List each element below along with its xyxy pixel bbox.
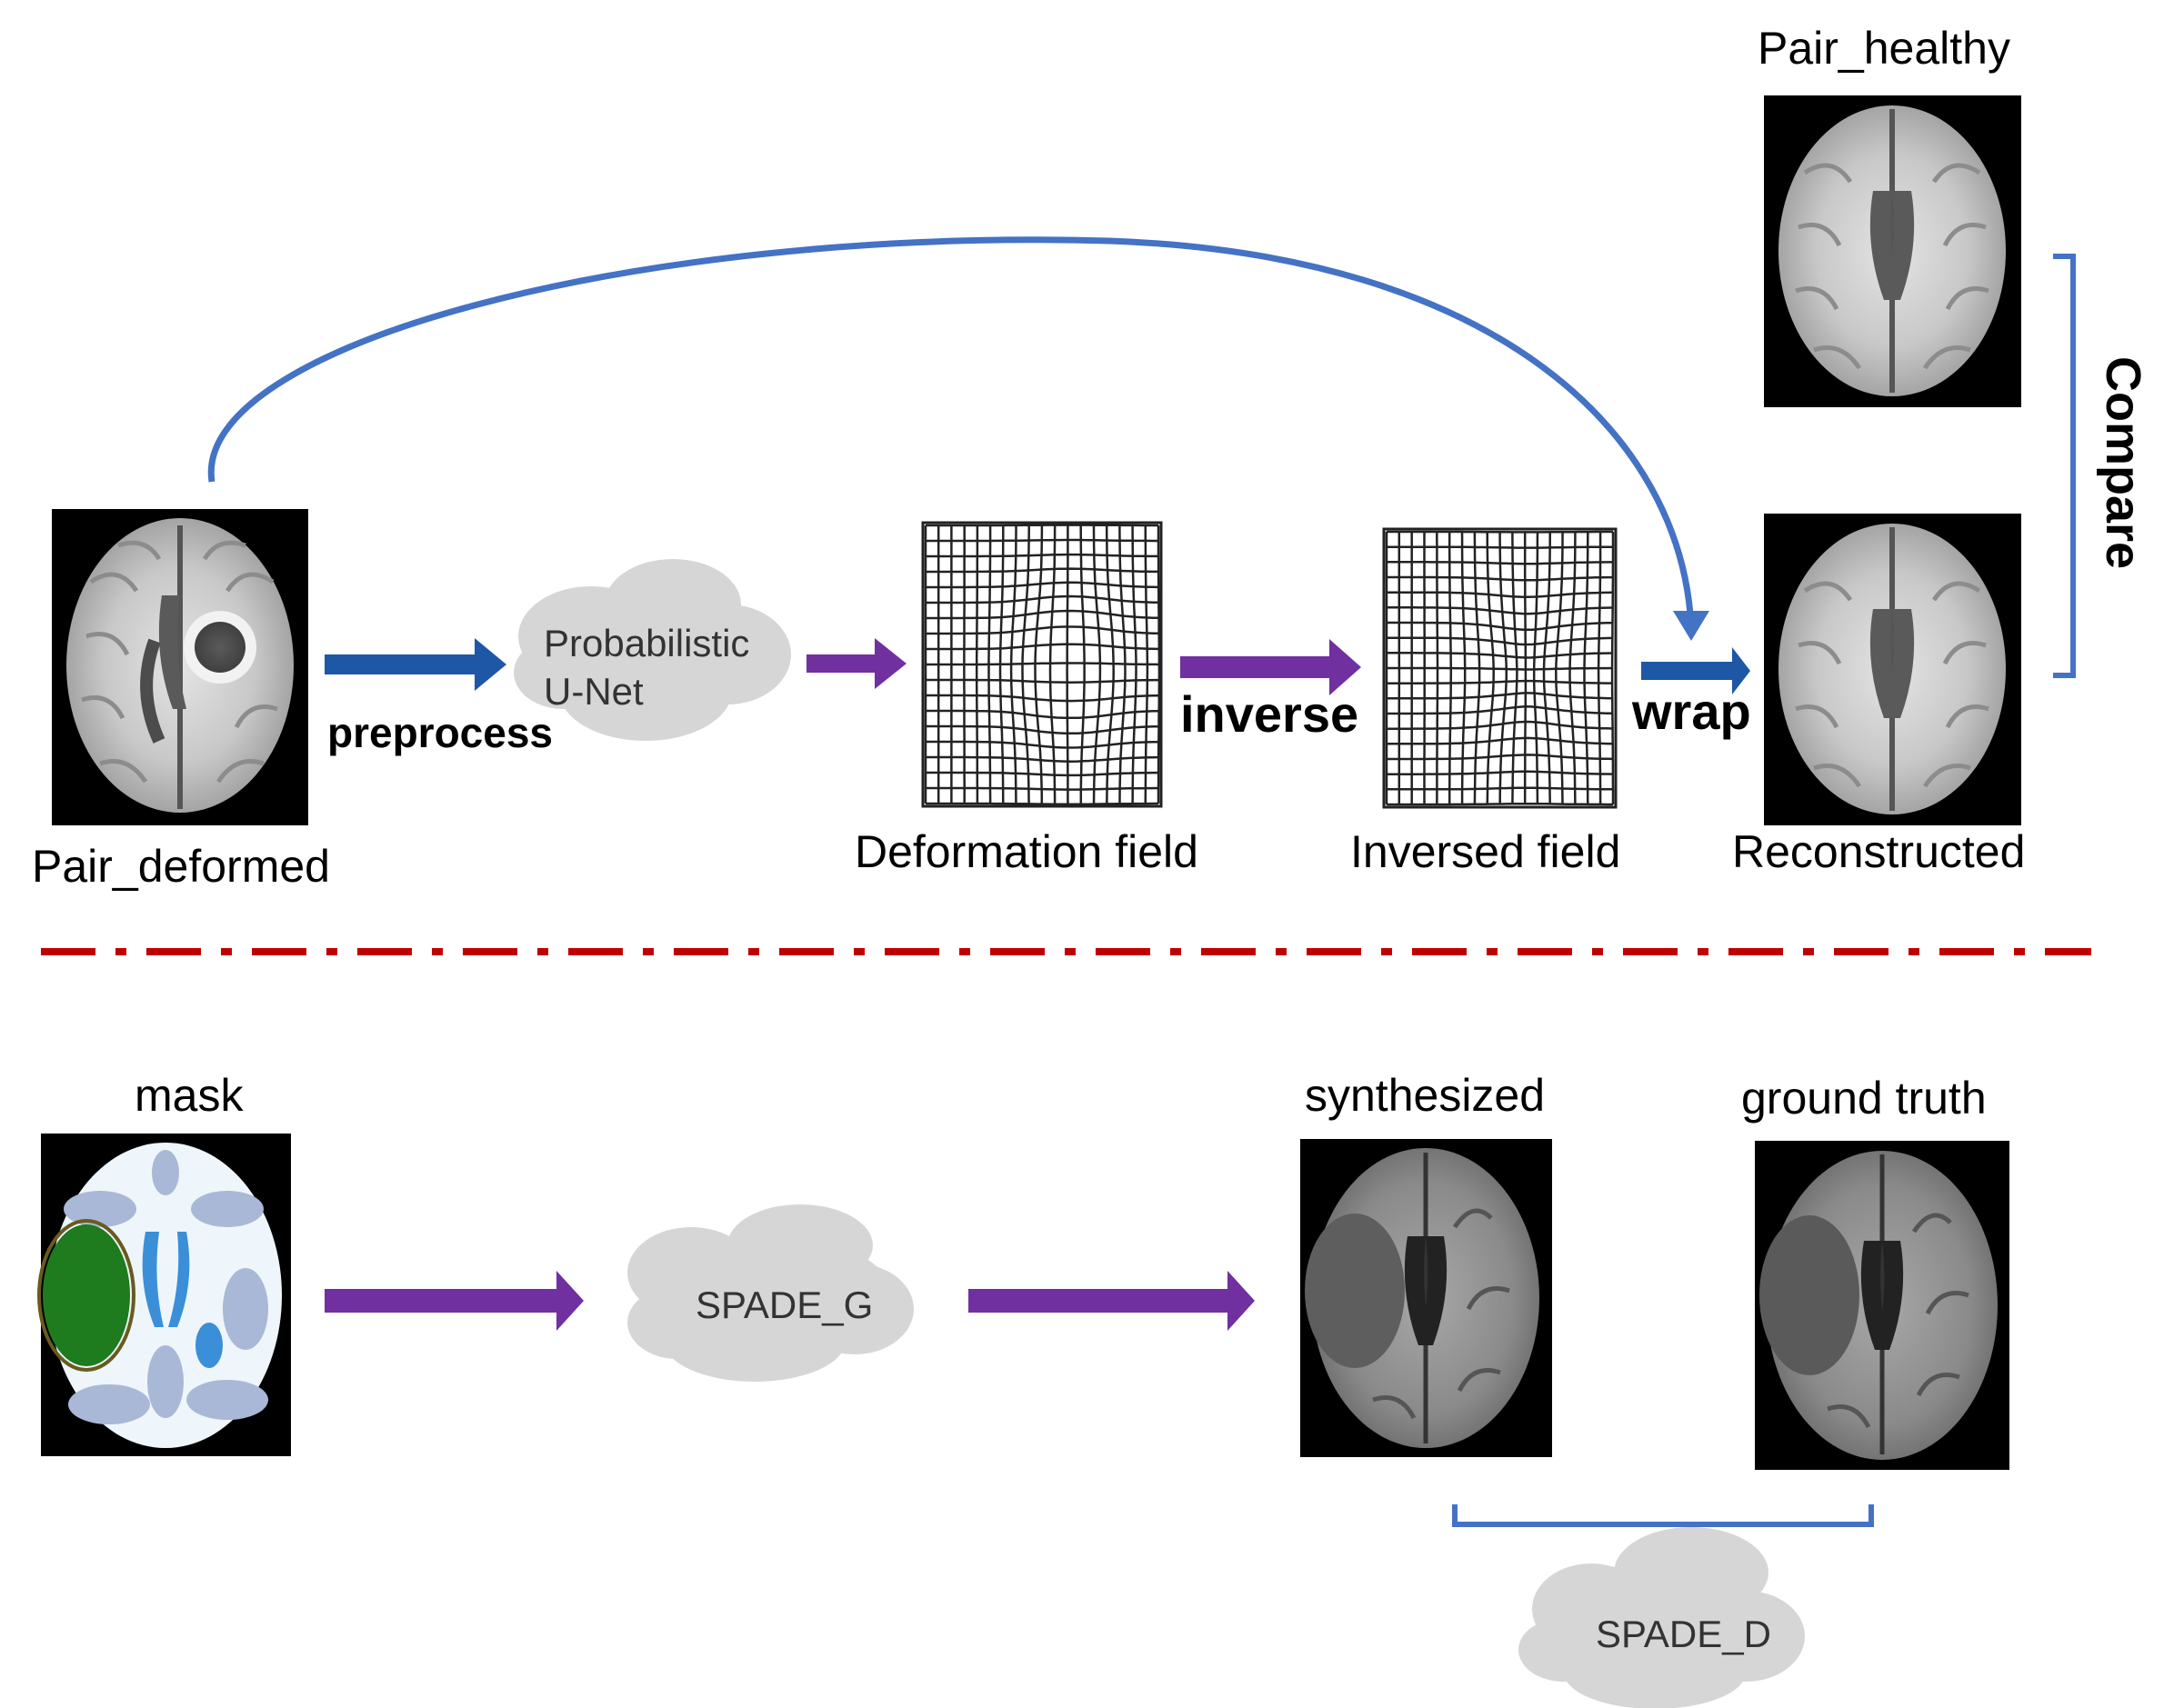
deformation-field-grid [921, 521, 1163, 808]
pair-healthy-image [1764, 95, 2021, 407]
mask-image [37, 1134, 291, 1456]
spade-g-label: SPADE_G [696, 1283, 874, 1326]
generator-to-synthesized-arrow [968, 1271, 1255, 1331]
grid-line [926, 786, 1159, 791]
pair-deformed-label: Pair_deformed [32, 841, 330, 892]
preprocess-arrow [325, 638, 506, 691]
unet-to-field-arrow [806, 638, 907, 689]
inversed-field-label: Inversed field [1350, 826, 1621, 877]
mask-label: mask [135, 1070, 244, 1121]
ground-truth-label: ground truth [1741, 1073, 1987, 1124]
pair-deformed-image [52, 509, 308, 825]
synthesized-image [1300, 1139, 1552, 1457]
wrap-arrow [1641, 647, 1750, 694]
grid-line [1610, 532, 1615, 804]
deformation-field-label: Deformation field [855, 826, 1198, 877]
grid-line [1131, 524, 1137, 804]
grid-line [1157, 525, 1161, 804]
grid-line [1523, 532, 1528, 804]
ground-truth-image [1755, 1141, 2009, 1470]
pair-healthy-label: Pair_healthy [1758, 23, 2010, 74]
inversed-field-grid [1382, 527, 1618, 809]
discriminator-bracket [1452, 1504, 1874, 1527]
grid-line [1387, 786, 1613, 791]
probabilistic-unet-cloud [514, 559, 791, 741]
grid-line [1387, 754, 1613, 761]
compare-label: Compare [2096, 355, 2150, 570]
reconstructed-image [1764, 514, 2021, 825]
inverse-arrow [1180, 639, 1361, 695]
grid-line [1597, 532, 1602, 804]
unet-label-line2: U-Net [544, 669, 644, 713]
spade-d-label: SPADE_D [1596, 1613, 1771, 1655]
skip-connection-curve [207, 236, 1709, 641]
wrap-label: wrap [1632, 683, 1751, 740]
unet-label: Probabilistic U-Net [544, 620, 749, 715]
synthesized-label: synthesized [1305, 1070, 1546, 1121]
grid-line [1387, 770, 1613, 775]
grid-line [926, 755, 1159, 763]
reconstructed-label: Reconstructed [1732, 826, 2026, 877]
preprocess-label: preprocess [327, 709, 554, 756]
grid-line [1144, 525, 1149, 804]
spade-d-cloud [1518, 1527, 1805, 1708]
compare-bracket [2053, 254, 2076, 678]
mask-to-generator-arrow [325, 1271, 584, 1331]
grid-line [926, 771, 1159, 777]
unet-label-line1: Probabilistic [544, 622, 750, 664]
spade-g-cloud [627, 1204, 914, 1382]
inverse-label: inverse [1180, 685, 1359, 743]
grid-line [1583, 532, 1589, 804]
